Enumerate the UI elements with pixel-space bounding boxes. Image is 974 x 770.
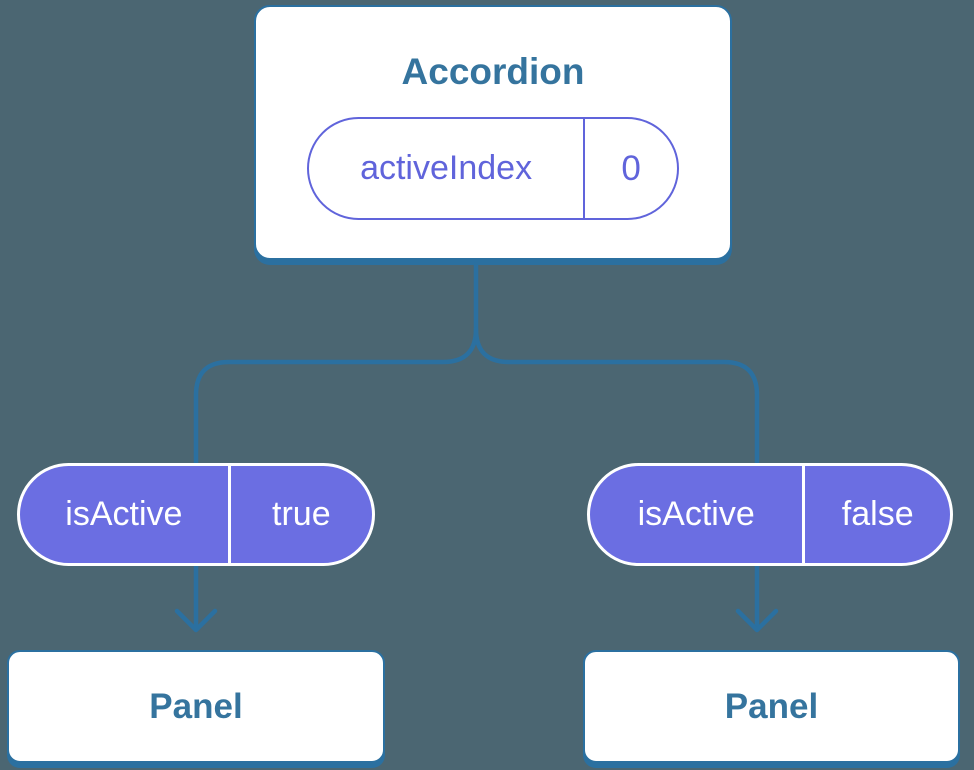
state-name: activeIndex (309, 119, 586, 218)
state-value: 0 (621, 148, 641, 188)
prop-name: isActive (590, 466, 806, 563)
component-title: Accordion (401, 51, 585, 92)
component-title: Panel (149, 687, 243, 726)
prop-name: isActive (20, 466, 231, 563)
connector-branch-left (193, 254, 479, 471)
prop-pill-right: isActive false (587, 463, 953, 566)
arrow-down-icon-left (174, 559, 218, 633)
component-node-panel-left: Panel (7, 650, 385, 763)
component-title: Panel (724, 687, 819, 726)
arrow-down-icon-right (735, 559, 779, 633)
state-pill: activeIndex 0 (307, 117, 679, 220)
prop-value: true (272, 495, 331, 533)
component-node-panel-right: Panel (583, 650, 960, 763)
connector-branch-right (473, 326, 760, 471)
component-node-accordion: Accordion activeIndex 0 (254, 5, 732, 260)
prop-pill-left: isActive true (17, 463, 375, 566)
prop-value: false (841, 495, 914, 533)
